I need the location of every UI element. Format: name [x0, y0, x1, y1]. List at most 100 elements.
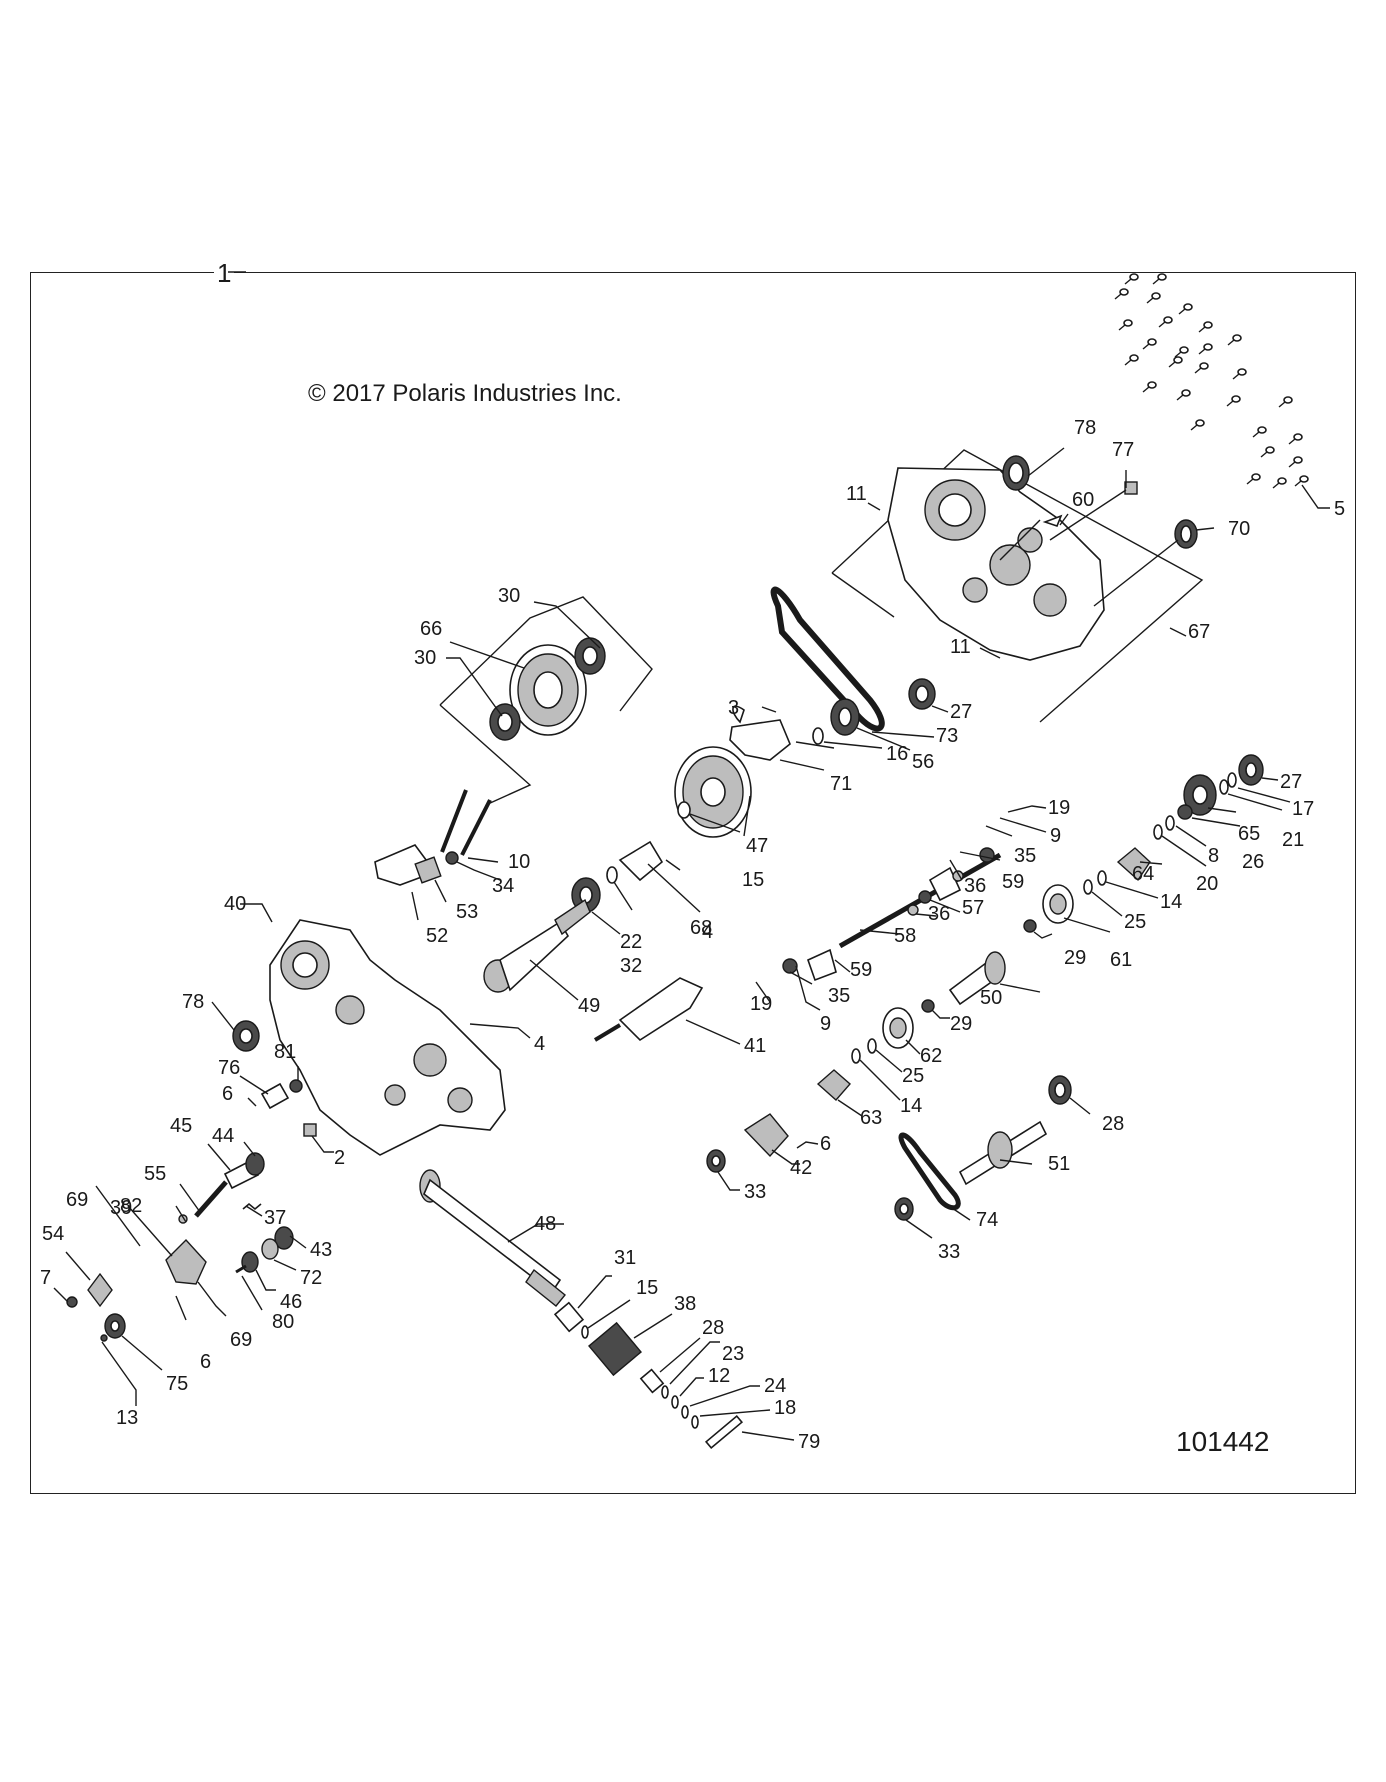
bolt-icon — [1252, 426, 1267, 438]
callout-51: 51 — [1048, 1153, 1070, 1175]
bolt-icon — [1260, 446, 1275, 458]
gear-66 — [509, 644, 587, 736]
pin-80 — [235, 1264, 247, 1274]
callout-77: 77 — [1112, 439, 1134, 461]
callout-42: 42 — [790, 1157, 812, 1179]
callout-59: 59 — [850, 959, 872, 981]
callout-49: 49 — [578, 995, 600, 1017]
callout-9: 9 — [1050, 825, 1061, 847]
bolt-icon — [1246, 473, 1261, 485]
callout-40: 40 — [224, 893, 246, 915]
bolt-icon — [1124, 354, 1139, 366]
callout-44: 44 — [212, 1125, 234, 1147]
chain-74 — [898, 1132, 961, 1211]
sensor-76 — [260, 1082, 290, 1110]
shaft-41-tip — [593, 1023, 622, 1042]
bolt-icon — [1114, 288, 1129, 300]
callout-13: 13 — [116, 1407, 138, 1429]
bolt-icon — [1294, 475, 1309, 487]
sprocket-56 — [830, 698, 860, 736]
callout-46: 46 — [280, 1291, 302, 1313]
plate-42 — [743, 1113, 789, 1158]
fork-59-lower — [807, 948, 837, 982]
bolt-icon — [1226, 395, 1241, 407]
bolt-icon — [1190, 419, 1205, 431]
bearing-29-b — [921, 999, 935, 1013]
callout-52: 52 — [426, 925, 448, 947]
bolt-icon — [1142, 338, 1157, 350]
callout-32: 32 — [620, 955, 642, 977]
bearing-27-b — [1238, 754, 1264, 786]
bearing-28 — [1048, 1075, 1072, 1105]
bolt-icon — [1288, 433, 1303, 445]
callout-54: 54 — [42, 1223, 64, 1245]
callout-12: 12 — [708, 1365, 730, 1387]
washer-17 — [1227, 772, 1237, 788]
callout-27: 27 — [950, 701, 972, 723]
callout-65: 65 — [1238, 823, 1260, 845]
bracket-66 — [439, 596, 653, 712]
callout-3: 3 — [728, 697, 739, 719]
callout-43: 43 — [310, 1239, 332, 1261]
bolt-icon — [1176, 389, 1191, 401]
collar-57 — [918, 890, 932, 904]
ring-24 — [681, 1405, 689, 1419]
pin-79 — [704, 1414, 744, 1450]
callout-23: 23 — [722, 1343, 744, 1365]
washer-36-b — [907, 904, 919, 916]
callout-78: 78 — [1074, 417, 1096, 439]
bolt-icon — [1174, 346, 1189, 358]
shaft-48 — [419, 1169, 566, 1307]
bearing-30-lower — [489, 703, 521, 741]
spring-35-b — [782, 958, 798, 974]
callout-60: 60 — [1072, 489, 1094, 511]
callout-11: 11 — [950, 636, 971, 658]
callout-35: 35 — [1014, 845, 1036, 867]
gear-75 — [104, 1313, 126, 1339]
callout-50: 50 — [980, 987, 1002, 1009]
callout-69: 69 — [66, 1189, 88, 1211]
callout-37: 37 — [264, 1207, 286, 1229]
callout-19: 19 — [1048, 797, 1070, 819]
shaft-49 — [483, 898, 591, 993]
callout-8: 8 — [1208, 845, 1219, 867]
callout-56: 56 — [912, 751, 934, 773]
callout-9: 9 — [820, 1013, 831, 1035]
bolt-icon — [1124, 273, 1139, 285]
bolt-icon — [1288, 456, 1303, 468]
ring-12 — [671, 1395, 679, 1409]
callout-16: 16 — [886, 743, 908, 765]
callout-29: 29 — [950, 1013, 972, 1035]
bearing-30-upper — [574, 637, 606, 675]
bolt-icon — [1178, 303, 1193, 315]
bearing-26 — [1177, 804, 1193, 820]
washer-21 — [1219, 779, 1229, 795]
fork-3 — [732, 705, 745, 724]
gear-44 — [245, 1152, 265, 1176]
washer-20 — [1153, 824, 1163, 840]
callout-34: 34 — [492, 875, 514, 897]
callout-57: 57 — [962, 897, 984, 919]
callout-30: 30 — [414, 647, 436, 669]
sleeve-28 — [639, 1368, 665, 1394]
bracket-54 — [87, 1272, 113, 1308]
copyright-notice: © 2017 Polaris Industries Inc. — [308, 380, 622, 407]
callout-79: 79 — [798, 1431, 820, 1453]
gear-61 — [1042, 884, 1074, 924]
callout-24: 24 — [764, 1375, 786, 1397]
bolt-icon — [1142, 381, 1157, 393]
shaft-41 — [618, 977, 704, 1042]
callout-25: 25 — [1124, 911, 1146, 933]
callout-58: 58 — [894, 925, 916, 947]
callout-61: 61 — [1110, 949, 1132, 971]
callout-36: 36 — [964, 875, 986, 897]
callout-19: 19 — [750, 993, 772, 1015]
callout-72: 72 — [300, 1267, 322, 1289]
callout-layer: 5 78 77 11 60 70 30 66 30 11 67 27 3 73 … — [40, 417, 1345, 1453]
belt-73 — [770, 586, 885, 732]
callout-70: 70 — [1228, 518, 1250, 540]
bolt-icon — [1272, 477, 1287, 489]
leader-lines — [53, 447, 1330, 1441]
main-case-40 — [269, 919, 506, 1156]
callout-28: 28 — [702, 1317, 724, 1339]
